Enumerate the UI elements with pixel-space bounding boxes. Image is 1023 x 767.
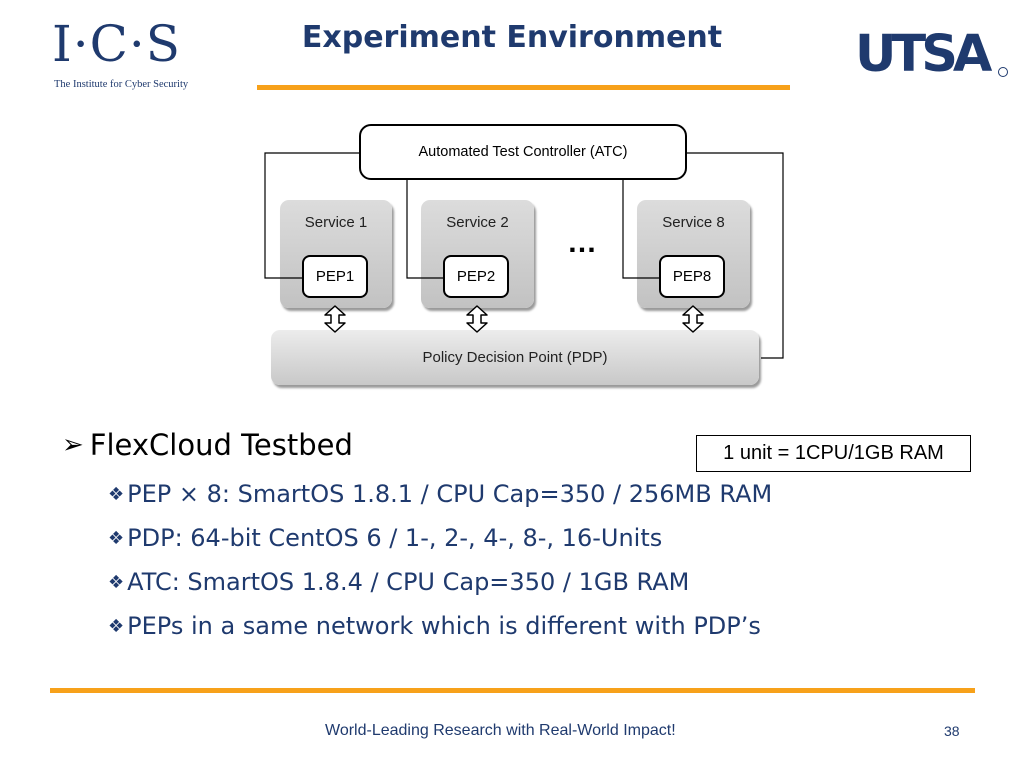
main-bullet: ➢ FlexCloud Testbed bbox=[62, 428, 353, 462]
sub-bullet: ❖ PEP × 8: SmartOS 1.8.1 / CPU Cap=350 /… bbox=[108, 480, 772, 508]
sub-bullet: ❖ ATC: SmartOS 1.8.4 / CPU Cap=350 / 1GB… bbox=[108, 568, 689, 596]
pep2-pdp-double-arrow-icon bbox=[466, 305, 488, 333]
unit-note-box: 1 unit = 1CPU/1GB RAM bbox=[696, 435, 971, 472]
service-2-box: Service 2 PEP2 bbox=[421, 200, 534, 308]
service-label: Service 8 bbox=[662, 214, 725, 231]
pep8-box: PEP8 bbox=[659, 255, 725, 298]
sub-bullet: ❖ PDP: 64-bit CentOS 6 / 1-, 2-, 4-, 8-,… bbox=[108, 524, 662, 552]
sub-bullet-text: PDP: 64-bit CentOS 6 / 1-, 2-, 4-, 8-, 1… bbox=[127, 524, 663, 552]
footer-divider bbox=[50, 688, 975, 693]
main-bullet-text: FlexCloud Testbed bbox=[89, 428, 353, 462]
service-label: Service 2 bbox=[446, 214, 509, 231]
registered-mark-icon bbox=[998, 67, 1008, 77]
pep2-box: PEP2 bbox=[443, 255, 509, 298]
service-8-box: Service 8 PEP8 bbox=[637, 200, 750, 308]
diamond-bullet-icon: ❖ bbox=[108, 527, 125, 549]
pdp-box: Policy Decision Point (PDP) bbox=[271, 330, 759, 385]
sub-bullet-text: PEP × 8: SmartOS 1.8.1 / CPU Cap=350 / 2… bbox=[127, 480, 773, 508]
ics-logo-letters: I·C·S bbox=[52, 15, 182, 73]
pep1-pdp-double-arrow-icon bbox=[324, 305, 346, 333]
page-number: 38 bbox=[944, 723, 960, 739]
arrow-bullet-icon: ➢ bbox=[62, 430, 84, 460]
pep1-box: PEP1 bbox=[302, 255, 368, 298]
footer-tagline: World-Leading Research with Real-World I… bbox=[325, 722, 676, 739]
diamond-bullet-icon: ❖ bbox=[108, 571, 125, 593]
atc-box: Automated Test Controller (ATC) bbox=[359, 124, 687, 180]
service-1-box: Service 1 PEP1 bbox=[280, 200, 392, 308]
sub-bullet-text: PEPs in a same network which is differen… bbox=[127, 612, 761, 640]
sub-bullet: ❖ PEPs in a same network which is differ… bbox=[108, 612, 761, 640]
utsa-logo-text: UTSA bbox=[855, 25, 992, 84]
slide-title: Experiment Environment bbox=[301, 20, 723, 55]
more-services-ellipsis: … bbox=[567, 226, 599, 259]
architecture-diagram: Automated Test Controller (ATC) Service … bbox=[255, 118, 795, 398]
ics-logo-subtitle: The Institute for Cyber Security bbox=[54, 79, 189, 90]
ics-logo: I·C·S The Institute for Cyber Security bbox=[52, 15, 189, 96]
service-label: Service 1 bbox=[304, 214, 368, 231]
sub-bullet-text: ATC: SmartOS 1.8.4 / CPU Cap=350 / 1GB R… bbox=[127, 568, 690, 596]
utsa-logo: UTSA bbox=[855, 25, 1010, 85]
pep8-pdp-double-arrow-icon bbox=[682, 305, 704, 333]
title-divider bbox=[257, 85, 790, 90]
diamond-bullet-icon: ❖ bbox=[108, 483, 125, 505]
diamond-bullet-icon: ❖ bbox=[108, 615, 125, 637]
